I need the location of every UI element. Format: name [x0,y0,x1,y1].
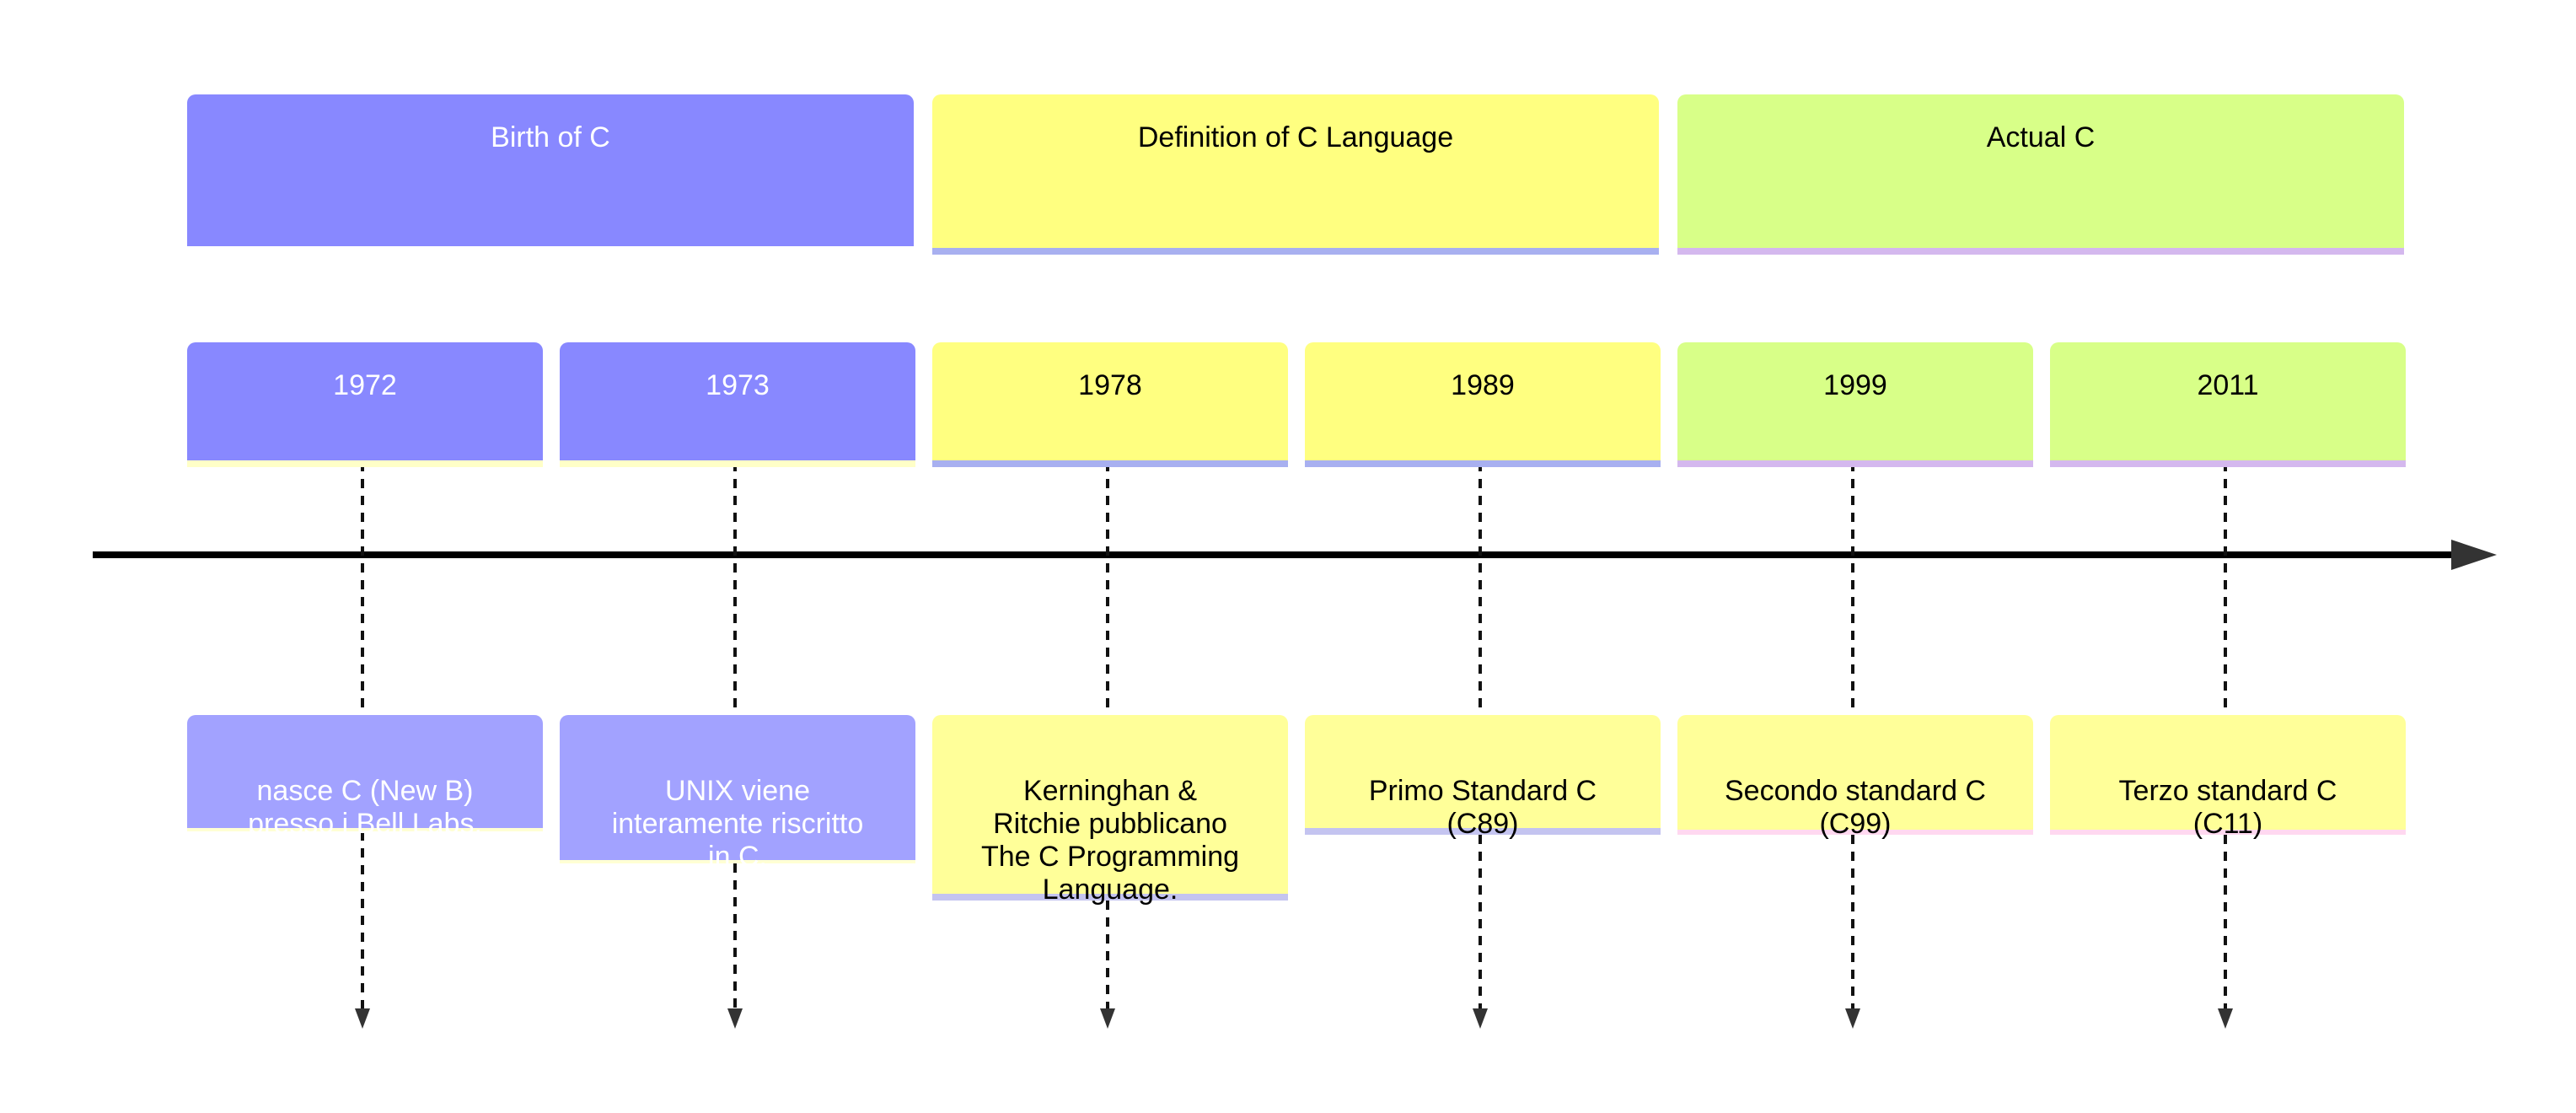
year-label: 1978 [1078,369,1142,401]
year-box-1989: 1989 [1305,342,1661,467]
year-label: 2011 [2197,369,2259,401]
year-label: 1972 [333,369,397,401]
year-box-1972: 1972 [187,342,543,467]
period-label: Birth of C [491,121,610,153]
period-birth-of-c: Birth of C [187,94,914,251]
event-box-1973: UNIX viene interamente riscritto in C. [560,715,915,873]
year-box-2011: 2011 [2050,342,2406,467]
year-box-1978: 1978 [932,342,1288,467]
event-text: Kerninghan & Ritchie pubblicano The C Pr… [980,775,1240,906]
event-box-1989: Primo Standard C (C89) [1305,715,1661,840]
period-actual-c: Actual C [1677,94,2404,255]
year-box-1973: 1973 [560,342,915,467]
year-box-1999: 1999 [1677,342,2033,467]
dashed-connectors [361,462,2227,1008]
period-label: Actual C [1986,121,2096,153]
arrowhead-1978-icon [1100,1008,1115,1029]
period-label: Definition of C Language [1137,121,1454,153]
year-label: 1989 [1451,369,1515,401]
event-text: Primo Standard C (C89) [1368,775,1597,840]
timeline-axis-arrowhead-icon [2451,540,2497,570]
event-text: Secondo standard C (C99) [1725,775,1986,840]
event-box-1999: Secondo standard C (C99) [1677,715,2033,840]
event-box-1978: Kerninghan & Ritchie pubblicano The C Pr… [932,715,1288,906]
event-text: nasce C (New B) presso i Bell Labs. [248,775,482,840]
event-box-2011: Terzo standard C (C11) [2050,715,2406,840]
arrowhead-1972-icon [355,1008,370,1029]
year-label: 1973 [706,369,770,401]
event-box-1972: nasce C (New B) presso i Bell Labs. [187,715,543,840]
arrowhead-1973-icon [727,1008,743,1029]
arrowhead-1989-icon [1473,1008,1488,1029]
connector-arrowheads [355,1008,2233,1029]
arrowhead-2011-icon [2218,1008,2233,1029]
event-text: Terzo standard C (C11) [2118,775,2337,840]
event-text: UNIX viene interamente riscritto in C. [611,775,864,873]
period-definition-of-c: Definition of C Language [932,94,1659,255]
year-label: 1999 [1823,369,1887,401]
arrowhead-1999-icon [1845,1008,1860,1029]
